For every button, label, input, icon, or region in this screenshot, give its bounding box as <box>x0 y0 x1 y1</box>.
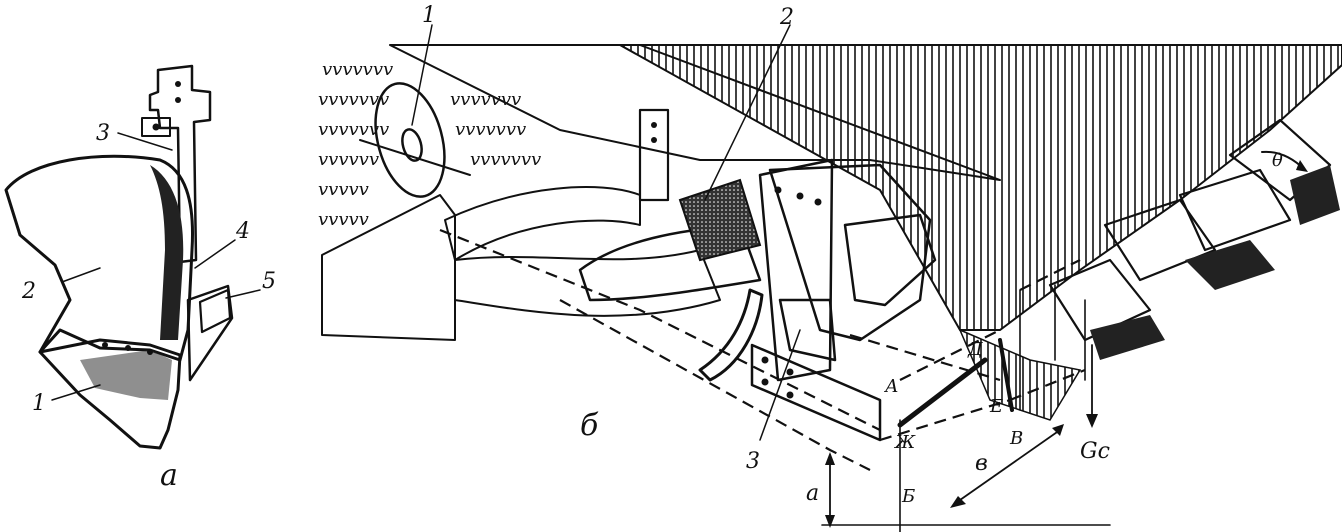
main-share <box>778 298 837 362</box>
label-b-b: в <box>975 451 988 476</box>
plough-body-a: 3 2 4 5 1 а <box>4 64 276 493</box>
stem-clamp <box>141 117 171 137</box>
main-stem <box>758 158 834 382</box>
label-a-3: 3 <box>96 121 110 146</box>
skimmer-body <box>578 108 762 302</box>
furrow-wall-vertical <box>616 44 1342 331</box>
mouldboard-shade <box>150 165 184 340</box>
plough-in-furrow-b: vvvvvvv vvvvvvv vvvvvvv vvvvvv vvvvv vvv… <box>318 3 1342 532</box>
label-b-1: 1 <box>422 3 436 28</box>
svg-text:vvvvv: vvvvv <box>318 209 369 230</box>
label-b-a: а <box>806 481 819 506</box>
svg-text:vvvvvvv: vvvvvvv <box>322 59 393 80</box>
label-b-theta: θ <box>1272 150 1283 171</box>
label-b-2: 2 <box>779 5 794 30</box>
leader-lines-a <box>51 132 261 401</box>
svg-text:vvvvvvv: vvvvvvv <box>318 89 389 110</box>
landside-plate <box>198 288 232 334</box>
landside <box>186 284 234 382</box>
label-b-V: В <box>1009 428 1023 449</box>
crumbled-soil <box>1185 240 1275 290</box>
unploughed-field: vvvvvvv vvvvvvv vvvvvvv vvvvvv vvvvv vvv… <box>318 59 541 230</box>
label-b-Gc: Gc <box>1080 439 1110 464</box>
svg-text:vvvvvvv: vvvvvvv <box>470 149 541 170</box>
main-mouldboard <box>768 163 932 342</box>
svg-text:vvvvvvv: vvvvvvv <box>450 89 521 110</box>
disc-coulter <box>359 82 471 198</box>
caption-b: б <box>580 408 599 443</box>
label-b-3: 3 <box>746 449 760 474</box>
furrow-geometry <box>439 150 1308 532</box>
landside-bar <box>750 343 882 442</box>
crumbled-soil <box>1290 165 1340 225</box>
label-b-D: Д <box>967 339 983 360</box>
ploughshare <box>38 338 182 450</box>
share-tip <box>698 288 764 382</box>
label-a-5: 5 <box>262 269 276 294</box>
label-b-E: Е <box>989 396 1003 417</box>
label-a-4: 4 <box>235 219 250 244</box>
crumbled-soil <box>1090 315 1165 360</box>
label-a-1: 1 <box>32 391 46 416</box>
bolt-hole <box>175 97 181 103</box>
main-plough-body <box>698 158 937 442</box>
mouldboard <box>4 154 194 362</box>
label-b-Zh: Ж <box>893 432 916 453</box>
label-b-A: А <box>883 376 899 397</box>
label-b-B: Б <box>901 486 915 507</box>
svg-text:vvvvvv: vvvvvv <box>318 149 379 170</box>
leader-lines-b <box>411 24 801 441</box>
caption-a: а <box>160 458 178 493</box>
soil-ribbon <box>444 186 641 261</box>
soil-ribbon <box>454 249 721 317</box>
wing-plate <box>843 213 937 307</box>
svg-text:vvvvvvv: vvvvvvv <box>318 119 389 140</box>
bolt-hole <box>175 81 181 87</box>
turned-furrow-slices <box>1048 118 1332 342</box>
label-a-2: 2 <box>21 279 36 304</box>
svg-text:vvvvvvv: vvvvvvv <box>455 119 526 140</box>
svg-text:vvvvv: vvvvv <box>318 179 369 200</box>
